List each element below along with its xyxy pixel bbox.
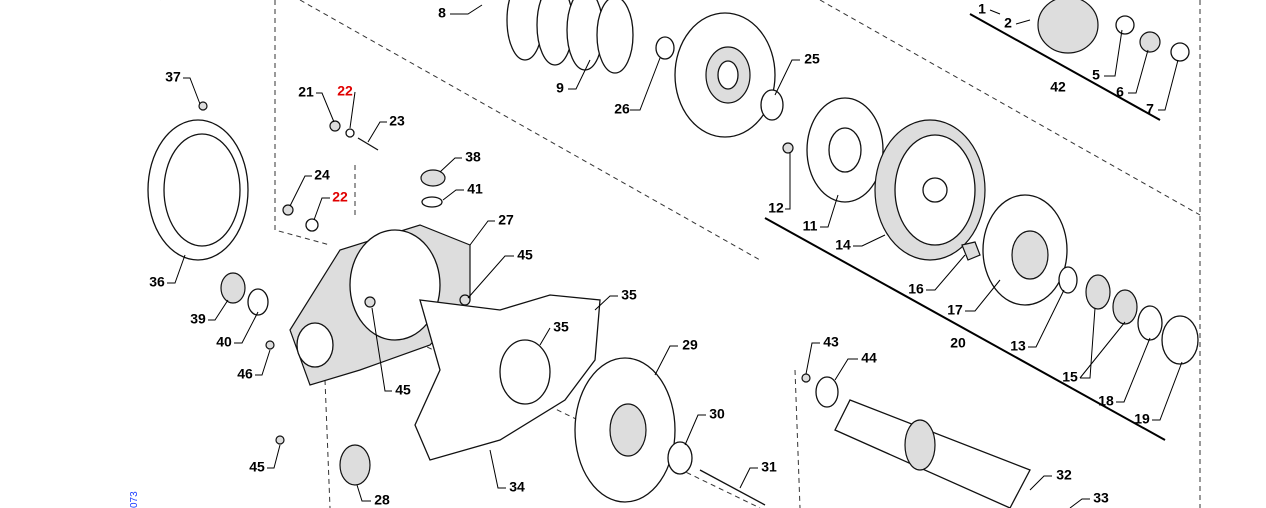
nut [329,120,341,132]
clutch-plates [506,0,634,74]
part-label-7: 7 [1146,101,1154,117]
washer [815,376,839,408]
part-label-12: 12 [768,200,784,216]
dowel [282,204,294,216]
part-label-21: 21 [298,84,314,100]
part-label-19: 19 [1134,411,1150,427]
group-brackets [764,13,1166,441]
part-label-18: 18 [1098,393,1114,409]
part-label-25: 25 [804,51,820,67]
clutch-cover [147,119,249,261]
part-label-35: 35 [621,287,637,303]
part-label-23: 23 [389,113,405,129]
part-label-13: 13 [1010,338,1026,354]
part-label-17: 17 [947,302,963,318]
ring [1058,266,1078,294]
part-label-27: 27 [498,212,514,228]
part-label-8: 8 [438,5,446,21]
part-label-20: 20 [950,335,966,351]
oil-seal [220,272,246,304]
dowel [459,294,471,306]
part-label-43: 43 [823,334,839,350]
bearing [339,444,371,486]
stud [357,137,379,151]
clutch-hub [874,119,986,261]
part-label-42: 42 [1050,79,1066,95]
part-label-15: 15 [1062,369,1078,385]
main-shaft [834,399,1031,508]
part-label-31: 31 [761,459,777,475]
rod [699,469,766,506]
dowel [275,435,285,445]
part-label-32: 32 [1056,467,1072,483]
part-label-37: 37 [165,69,181,85]
part-label-22-highlighted: 22 [337,83,353,99]
part-label-45: 45 [395,382,411,398]
clutch-basket-gear [674,12,776,138]
part-label-2: 2 [1004,15,1012,31]
part-label-16: 16 [908,281,924,297]
bearing [1085,274,1111,310]
screw [198,101,208,111]
part-label-34: 34 [509,479,525,495]
plug [420,169,446,187]
part-label-44: 44 [861,350,877,366]
dowel [364,296,376,308]
circlip [667,441,693,475]
pressure-plate [806,97,884,203]
circlip [1137,305,1163,341]
part-label-45: 45 [249,459,265,475]
part-label-5: 5 [1092,67,1100,83]
part-label-46: 46 [237,366,253,382]
part-label-45: 45 [517,247,533,263]
seal-washer [421,196,443,208]
leader-lines [167,4,1183,508]
bushing [1161,315,1199,365]
seal [499,339,551,405]
part-label-30: 30 [709,406,725,422]
nut [801,373,811,383]
part-label-11: 11 [803,218,818,234]
sprag-plate [982,194,1068,306]
primary-gear [574,357,676,503]
part-label-24: 24 [314,167,330,183]
part-label-9: 9 [556,80,564,96]
part-label-41: 41 [467,181,483,197]
part-label-22-highlighted: 22 [332,189,348,205]
part-label-28: 28 [374,492,390,508]
o-ring [247,288,269,316]
screw [265,340,275,350]
part-label-40: 40 [216,334,232,350]
part-label-35: 35 [553,319,569,335]
part-label-6: 6 [1116,84,1124,100]
part-label-14: 14 [835,237,851,253]
part-labels: 8 9 26 25 1 2 42 5 6 7 37 21 22 23 38 24… [149,1,1154,508]
diagram-code: 073 [129,491,140,508]
part-label-1: 1 [978,1,986,17]
part-label-29: 29 [682,337,698,353]
washer [760,89,784,121]
washer [345,128,355,138]
release-mechanism [1037,0,1190,62]
nut [655,36,675,60]
part-label-36: 36 [149,274,165,290]
part-label-33: 33 [1093,490,1109,506]
o-ring [305,218,319,232]
bearing [1112,289,1138,325]
nut [961,241,981,261]
part-label-39: 39 [190,311,206,327]
part-label-38: 38 [465,149,481,165]
screw [782,142,794,154]
part-label-26: 26 [614,101,630,117]
